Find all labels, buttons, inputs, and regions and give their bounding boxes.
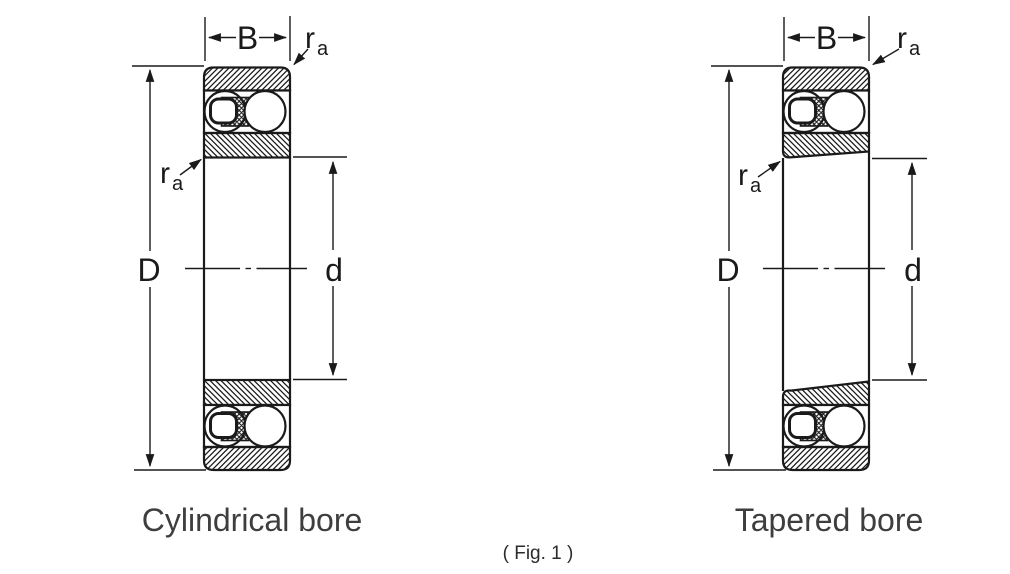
chamfer-label: r	[160, 157, 170, 190]
width-label: B	[237, 20, 258, 56]
cage-window	[209, 412, 238, 439]
ball	[822, 404, 866, 448]
bore-diameter-label: d	[325, 252, 343, 288]
chamfer-callout-top: r a	[872, 22, 921, 66]
cage-window	[788, 412, 817, 439]
chamfer-leader-arrow	[872, 48, 900, 66]
outer-diameter-dimension: D	[711, 65, 786, 471]
chamfer-leader-arrow	[293, 48, 309, 66]
bore-diameter-dimension: d	[872, 157, 927, 381]
width-dimension: B	[204, 16, 291, 61]
outer-ring-bottom-section	[781, 445, 871, 472]
chamfer-callout-left: r a	[160, 157, 202, 195]
ball	[243, 404, 287, 448]
chamfer-label: r	[305, 22, 315, 55]
cage-window	[209, 97, 238, 125]
bearing-lower-section	[781, 380, 871, 472]
tapered-bore-diagram: B r a r a D d Tapere	[711, 16, 927, 538]
chamfer-leader-arrow	[757, 160, 781, 178]
outer-diameter-label: D	[716, 252, 739, 288]
inner-ring-top-section	[202, 131, 292, 159]
outer-ring-bottom-section	[202, 445, 292, 472]
chamfer-label: r	[738, 159, 748, 192]
outer-ring-top-section	[202, 66, 292, 92]
chamfer-sub-label: a	[750, 175, 762, 197]
chamfer-callout-left: r a	[738, 159, 781, 197]
chamfer-leader-arrow	[179, 158, 202, 176]
ball	[243, 89, 287, 134]
inner-ring-bottom-section-tapered	[781, 380, 871, 407]
chamfer-callout-top: r a	[293, 22, 329, 66]
chamfer-sub-label: a	[172, 173, 184, 195]
outer-diameter-label: D	[137, 252, 160, 288]
width-label: B	[816, 20, 837, 56]
chamfer-label: r	[897, 22, 907, 55]
ball	[822, 89, 866, 134]
bearing-upper-section	[781, 66, 871, 159]
cylindrical-bore-diagram: B r a r a D d Cylind	[132, 16, 362, 538]
figure-caption: ( Fig. 1 )	[503, 543, 574, 564]
chamfer-sub-label: a	[909, 38, 921, 60]
inner-ring-bottom-section	[202, 378, 292, 407]
width-dimension: B	[783, 16, 870, 61]
inner-ring-top-section-tapered	[781, 131, 871, 159]
diagram-caption: Tapered bore	[735, 502, 924, 538]
bore-diameter-label: d	[904, 252, 922, 288]
bearing-lower-section	[202, 378, 292, 472]
diagram-caption: Cylindrical bore	[142, 502, 363, 538]
cage-window	[788, 97, 817, 125]
outer-diameter-dimension: D	[132, 65, 206, 471]
outer-ring-top-section	[781, 66, 871, 92]
bearing-upper-section	[202, 66, 292, 159]
chamfer-sub-label: a	[317, 38, 329, 60]
bore-diameter-dimension: d	[293, 156, 347, 381]
